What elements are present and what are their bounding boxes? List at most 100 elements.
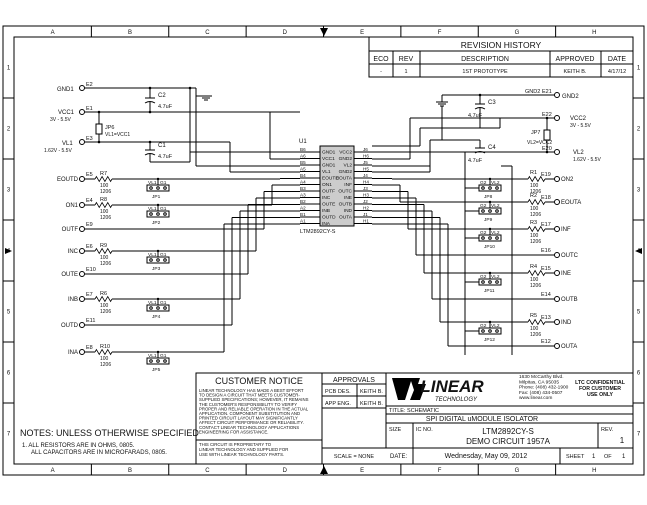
column-label-top: H xyxy=(592,30,596,36)
jumper-label-vl1: VL1 xyxy=(148,206,157,212)
resistor-symbol xyxy=(527,318,546,326)
jp7-ref: JP7 xyxy=(531,130,540,136)
c3-value: 4.7uF xyxy=(468,113,483,119)
jumper-pin xyxy=(163,186,167,190)
ic-left-pin-name: VCC1 xyxy=(322,156,335,162)
resistor-ref: R10 xyxy=(100,344,110,350)
ic-number: LTM2892CY-S xyxy=(482,427,534,436)
center-arrow-left xyxy=(5,248,12,254)
resistor-size: 1206 xyxy=(530,212,541,218)
row-label-left: 6 xyxy=(7,371,11,377)
rev-header-date: DATE xyxy=(608,56,626,63)
terminal-e7 xyxy=(79,296,85,302)
resistor-value: 100 xyxy=(530,233,539,239)
approvals-pcb-name: KEITH B. xyxy=(360,389,383,395)
jumper-label-g1: G1 xyxy=(160,180,167,186)
jumper-ref: JP9 xyxy=(484,217,493,223)
terminal-e9 xyxy=(79,226,85,232)
date-value: Wednesday, May 09, 2012 xyxy=(445,453,528,460)
terminal-e21 xyxy=(554,92,560,98)
logo-text: LINEAR xyxy=(420,377,484,396)
c1-value: 4.7uF xyxy=(158,154,173,160)
column-label-top: G xyxy=(515,30,520,36)
ic-left-pin-number: B4 xyxy=(300,173,306,178)
e3-label: E3 xyxy=(86,136,93,142)
ic-left-pin-name: INA xyxy=(322,221,331,227)
resistor-value: 100 xyxy=(530,326,539,332)
customer-notice-line: PRINTED CIRCUIT LAYOUT MAY SIGNIFICANTLY xyxy=(199,416,298,421)
junction xyxy=(156,249,160,253)
ic-left-pin-name: EOUTD xyxy=(322,176,339,182)
ic-right-pin-name: OUTC xyxy=(338,189,352,195)
jumper-pin xyxy=(488,329,492,333)
customer-notice-line: PROPER AND RELIABLE OPERATION IN THE ACT… xyxy=(199,406,309,411)
jumper-label-vl2: VL2 xyxy=(491,203,500,209)
jumper-label-g2: G2 xyxy=(480,203,487,209)
column-label-bottom: A xyxy=(51,468,55,474)
e1-label: E1 xyxy=(86,106,93,112)
jumper-label-vl1: VL1 xyxy=(148,353,157,359)
signal-label-inb: INB xyxy=(68,297,78,303)
column-label-top: D xyxy=(283,30,288,36)
customer-notice-line: THE CUSTOMER'S RESPONSIBILITY TO VERIFY xyxy=(199,402,297,407)
date-label: DATE: xyxy=(390,454,408,460)
terminal-e14 xyxy=(554,296,560,302)
ic-left-pin-name: INB xyxy=(322,208,330,214)
customer-notice-footer-line: LINEAR TECHNOLOGY AND SUPPLIED FOR xyxy=(199,447,288,452)
ic-left-pin-name: GND1 xyxy=(322,150,336,156)
vl1-label: VL1 xyxy=(62,141,73,147)
jumper-label-g1: G1 xyxy=(160,252,167,258)
center-arrow-bottom xyxy=(320,466,328,474)
jumper-label-g2: G2 xyxy=(480,180,487,186)
resistor-symbol xyxy=(94,295,113,303)
jp6-ref: JP6 xyxy=(105,125,114,131)
demo-circuit: DEMO CIRCUIT 1957A xyxy=(466,437,551,446)
jumper-ref: JP3 xyxy=(152,266,161,272)
column-label-bottom: D xyxy=(283,468,288,474)
resistor-symbol xyxy=(94,348,113,356)
address-line: www.linear.com xyxy=(519,395,552,401)
signal-label-inc: INC xyxy=(68,249,79,255)
terminal-label: E9 xyxy=(86,222,93,228)
rev-approved: KEITH B. xyxy=(564,69,587,75)
resistor-value: 100 xyxy=(530,277,539,283)
resistor-value: 100 xyxy=(100,356,109,362)
signal-label-eouta: EOUTA xyxy=(561,200,581,206)
sheet-number: 1 xyxy=(592,454,596,460)
customer-notice-footer-line: THIS CIRCUIT IS PROPRIETARY TO xyxy=(199,442,272,447)
jp7-text: VL2=VCC2 xyxy=(527,140,552,146)
e22-label: E22 xyxy=(542,112,552,118)
ic-left-pin-number: B5 xyxy=(300,160,306,165)
customer-notice-line: CONTACT LINEAR TECHNOLOGY APPLICATIONS xyxy=(199,425,299,430)
resistor-symbol xyxy=(527,269,546,277)
jumper-pin xyxy=(156,258,160,262)
resistor-symbol xyxy=(527,225,546,233)
title-label: TITLE: SCHEMATIC xyxy=(389,408,439,414)
terminal-label: E14 xyxy=(541,292,551,298)
row-label-left: 7 xyxy=(7,432,11,438)
terminal-e20 xyxy=(554,149,560,155)
terminal-e16 xyxy=(554,252,560,258)
jumper-pin xyxy=(156,306,160,310)
resistor-value: 100 xyxy=(530,206,539,212)
terminal-label: E8 xyxy=(86,345,93,351)
ic-right-pin-name: OUTA xyxy=(339,215,353,221)
jumper-label-vl2: VL2 xyxy=(491,323,500,329)
terminal-label: E6 xyxy=(86,244,93,250)
terminal-e10 xyxy=(79,271,85,277)
e21-label: E21 xyxy=(542,89,552,95)
vcc2-range: 3V - 5.5V xyxy=(570,123,592,129)
resistor-symbol xyxy=(94,175,113,183)
jumper-pin xyxy=(488,186,492,190)
terminal-e3 xyxy=(79,139,85,145)
customer-notice-line: TO DESIGN A CIRCUIT THAT MEETS CUSTOMER- xyxy=(199,393,300,398)
junction xyxy=(488,177,492,181)
resistor-value: 100 xyxy=(530,183,539,189)
of-label: OF xyxy=(604,454,612,460)
row-label-right: 2 xyxy=(637,127,641,133)
terminal-label: E18 xyxy=(541,195,551,201)
ic-right-pin-number: J5 xyxy=(363,160,368,165)
jumper-ref: JP5 xyxy=(152,367,161,373)
